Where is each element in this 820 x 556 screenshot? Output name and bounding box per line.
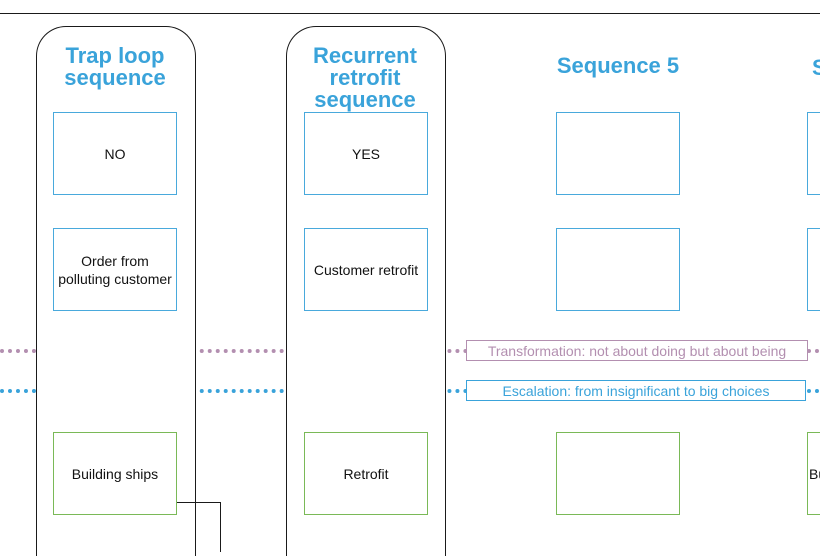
decision-box-empty [556, 112, 680, 195]
lane-title-trap-loop: Trap loop sequence [64, 43, 166, 90]
lane-title-sequence-5: Sequence 5 [556, 53, 680, 78]
transformation-banner: Transformation: not about doing but abou… [466, 340, 808, 361]
action-box-partial: Bu [807, 432, 820, 515]
connector-line [177, 502, 221, 552]
event-box-order: Order from polluting customer [53, 228, 177, 311]
event-box-empty [556, 228, 680, 311]
lane-title-partial: S [812, 56, 820, 80]
decision-box-yes: YES [304, 112, 428, 195]
top-rule [0, 13, 820, 14]
action-box-empty [556, 432, 680, 515]
lane-title-recurrent-retrofit: Recurrent retrofit sequence [313, 43, 417, 112]
decision-box-no: NO [53, 112, 177, 195]
event-box-customer-retrofit: Customer retrofit [304, 228, 428, 311]
decision-box-partial [807, 112, 820, 195]
action-box-retrofit: Retrofit [304, 432, 428, 515]
escalation-banner: Escalation: from insignificant to big ch… [466, 380, 806, 401]
action-box-building-ships: Building ships [53, 432, 177, 515]
event-box-partial [807, 228, 820, 311]
